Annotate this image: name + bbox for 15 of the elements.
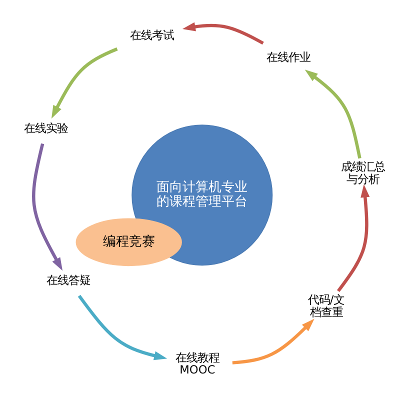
arrow bbox=[32, 142, 63, 270]
arrow bbox=[51, 46, 118, 118]
node-text: 在线教程 MOOC bbox=[175, 350, 220, 376]
node-text: 在线作业 bbox=[266, 49, 310, 64]
arrow bbox=[336, 184, 370, 292]
node-text: 在线考试 bbox=[130, 27, 174, 42]
arrow bbox=[304, 69, 362, 158]
node-ellipse: 编程竞赛 bbox=[76, 218, 182, 266]
arrow bbox=[232, 318, 314, 364]
arrow bbox=[182, 22, 264, 44]
node-text: 成绩汇总与分析 bbox=[340, 159, 385, 186]
node-text: 在线答疑 bbox=[46, 272, 90, 287]
arrow bbox=[78, 294, 168, 360]
node-text: 在线实验 bbox=[24, 120, 68, 135]
node-text: 代码/文档查重 bbox=[308, 292, 345, 318]
